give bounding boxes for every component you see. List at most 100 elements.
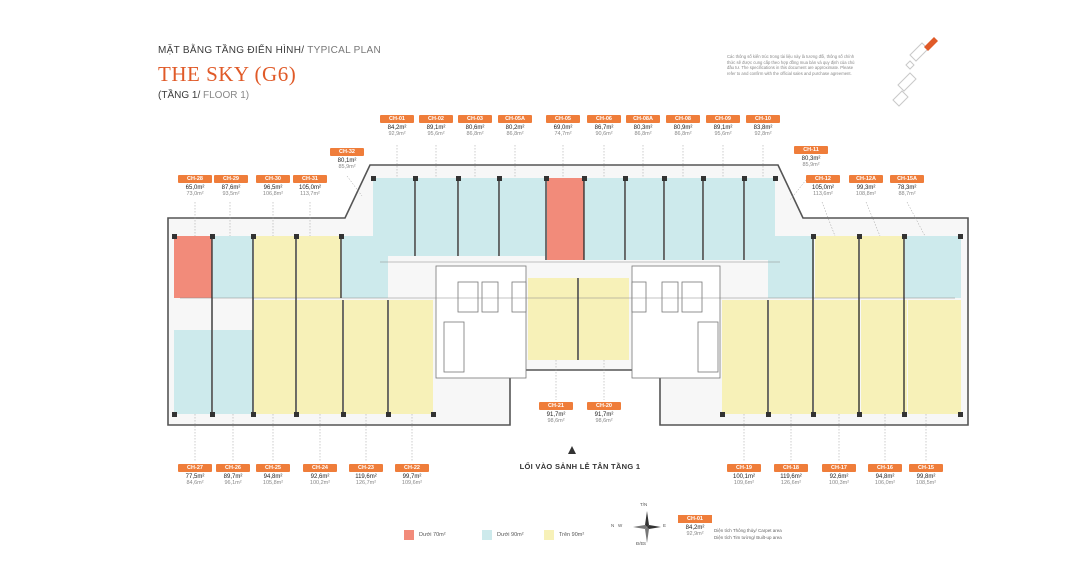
unit-ch-21 xyxy=(528,278,578,360)
unit-tag: CH-28 xyxy=(178,175,212,183)
unit-carpet-area: 94,8m² xyxy=(263,474,283,480)
legend-swatch xyxy=(544,530,554,540)
page-title: THE SKY (G6) xyxy=(158,62,297,86)
unit-builtup-area: 109,6m² xyxy=(733,480,755,486)
unit-builtup-area: 106,0m² xyxy=(874,480,896,486)
unit-builtup-area: 88,7m² xyxy=(898,191,916,197)
legend-item-small: Dưới 70m² xyxy=(404,530,446,540)
unit-ch-19 xyxy=(722,300,768,414)
unit-carpet-area: 99,3m² xyxy=(856,185,876,191)
unit-carpet-area: 80,2m² xyxy=(505,125,525,131)
unit-builtup-area: 73,0m² xyxy=(186,191,204,197)
unit-ch-24 xyxy=(297,300,343,414)
unit-carpet-area: 92,6m² xyxy=(310,474,330,480)
unit-carpet-area: 87,6m² xyxy=(221,185,241,191)
unit-carpet-area: 86,7m² xyxy=(594,125,614,131)
unit-builtup-area: 100,2m² xyxy=(309,480,331,486)
unit-ch-05a xyxy=(500,178,545,256)
unit-carpet-area: 80,3m² xyxy=(801,156,821,162)
unit-builtup-area: 100,3m² xyxy=(828,480,850,486)
unit-ch-15 xyxy=(908,300,961,414)
unit-tag: CH-05 xyxy=(546,115,580,123)
unit-ch-23 xyxy=(344,300,388,414)
unit-carpet-area: 78,3m² xyxy=(897,185,917,191)
unit-ch-08a xyxy=(626,178,664,260)
unit-ch-02 xyxy=(416,178,458,256)
unit-tag: CH-16 xyxy=(868,464,902,472)
unit-carpet-area: 80,3m² xyxy=(633,125,653,131)
unit-tag: CH-05A xyxy=(498,115,532,123)
floor-label: (TẦNG 1/ FLOOR 1) xyxy=(158,90,249,101)
unit-tag: CH-12 xyxy=(806,175,840,183)
unit-tag: CH-03 xyxy=(458,115,492,123)
unit-builtup-area: 96,1m² xyxy=(224,480,242,486)
unit-builtup-area: 85,9m² xyxy=(338,164,356,170)
unit-ch-32 xyxy=(342,236,388,298)
unit-tag: CH-26 xyxy=(216,464,250,472)
floor-vn: (TẦNG 1/ xyxy=(158,90,201,101)
unit-ch-20 xyxy=(579,278,629,360)
unit-carpet-area: 91,7m² xyxy=(546,412,566,418)
unit-carpet-area: 105,0m² xyxy=(811,185,834,191)
unit-builtup-area: 86,8m² xyxy=(466,131,484,137)
unit-carpet-area: 77,5m² xyxy=(185,474,205,480)
center-units xyxy=(528,278,629,360)
unit-builtup-area: 113,7m² xyxy=(300,191,320,197)
unit-tag: CH-23 xyxy=(349,464,383,472)
unit-ch-22 xyxy=(389,300,433,414)
legend-label: Dưới 90m² xyxy=(497,532,524,538)
unit-ch-29 xyxy=(213,236,253,298)
unit-tag: CH-20 xyxy=(587,402,621,410)
legend-swatch xyxy=(404,530,414,540)
unit-ch-12 xyxy=(815,236,859,298)
unit-tag: CH-02 xyxy=(419,115,453,123)
unit-tag: CH-08A xyxy=(626,115,660,123)
unit-tag: CH-08 xyxy=(666,115,700,123)
unit-ch-16 xyxy=(861,300,907,414)
unit-tag: CH-27 xyxy=(178,464,212,472)
left-bottom-units xyxy=(174,300,433,414)
unit-carpet-area: 100,1m² xyxy=(732,474,755,480)
entrance-label: LỐI VÀO SẢNH LỄ TÂN TẦNG 1 xyxy=(519,462,641,471)
unit-ch-18 xyxy=(769,300,813,414)
unit-ch-11 xyxy=(768,236,814,298)
right-bottom-units xyxy=(722,300,961,414)
unit-tag: CH-25 xyxy=(256,464,290,472)
unit-tag: CH-15 xyxy=(909,464,943,472)
unit-tag: CH-15A xyxy=(890,175,924,183)
top-units xyxy=(373,178,775,260)
unit-builtup-area: 105,8m² xyxy=(262,480,284,486)
unit-carpet-area: 80,9m² xyxy=(673,125,693,131)
unit-builtup-area: 98,6m² xyxy=(595,418,613,424)
unit-carpet-area: 89,7m² xyxy=(223,474,243,480)
legend-swatch xyxy=(482,530,492,540)
unit-tag: CH-24 xyxy=(303,464,337,472)
unit-tag: CH-09 xyxy=(706,115,740,123)
entrance-arrow-icon xyxy=(568,446,576,454)
unit-carpet-area: 119,6m² xyxy=(780,474,802,480)
unit-ch-03 xyxy=(459,178,499,256)
unit-tag: CH-31 xyxy=(293,175,327,183)
compass-d: Đ/E xyxy=(636,541,644,546)
unit-tag: CH-21 xyxy=(539,402,573,410)
unit-builtup-area: 108,8m² xyxy=(855,191,877,197)
unit-carpet-area: 65,0m² xyxy=(185,185,205,191)
key-carpet-label: Diện tích Thông thủy/ Carpet area xyxy=(714,528,782,533)
unit-builtup-area: 85,9m² xyxy=(802,162,820,168)
compass-n: N xyxy=(611,523,615,528)
unit-tag: CH-11 xyxy=(794,146,828,154)
